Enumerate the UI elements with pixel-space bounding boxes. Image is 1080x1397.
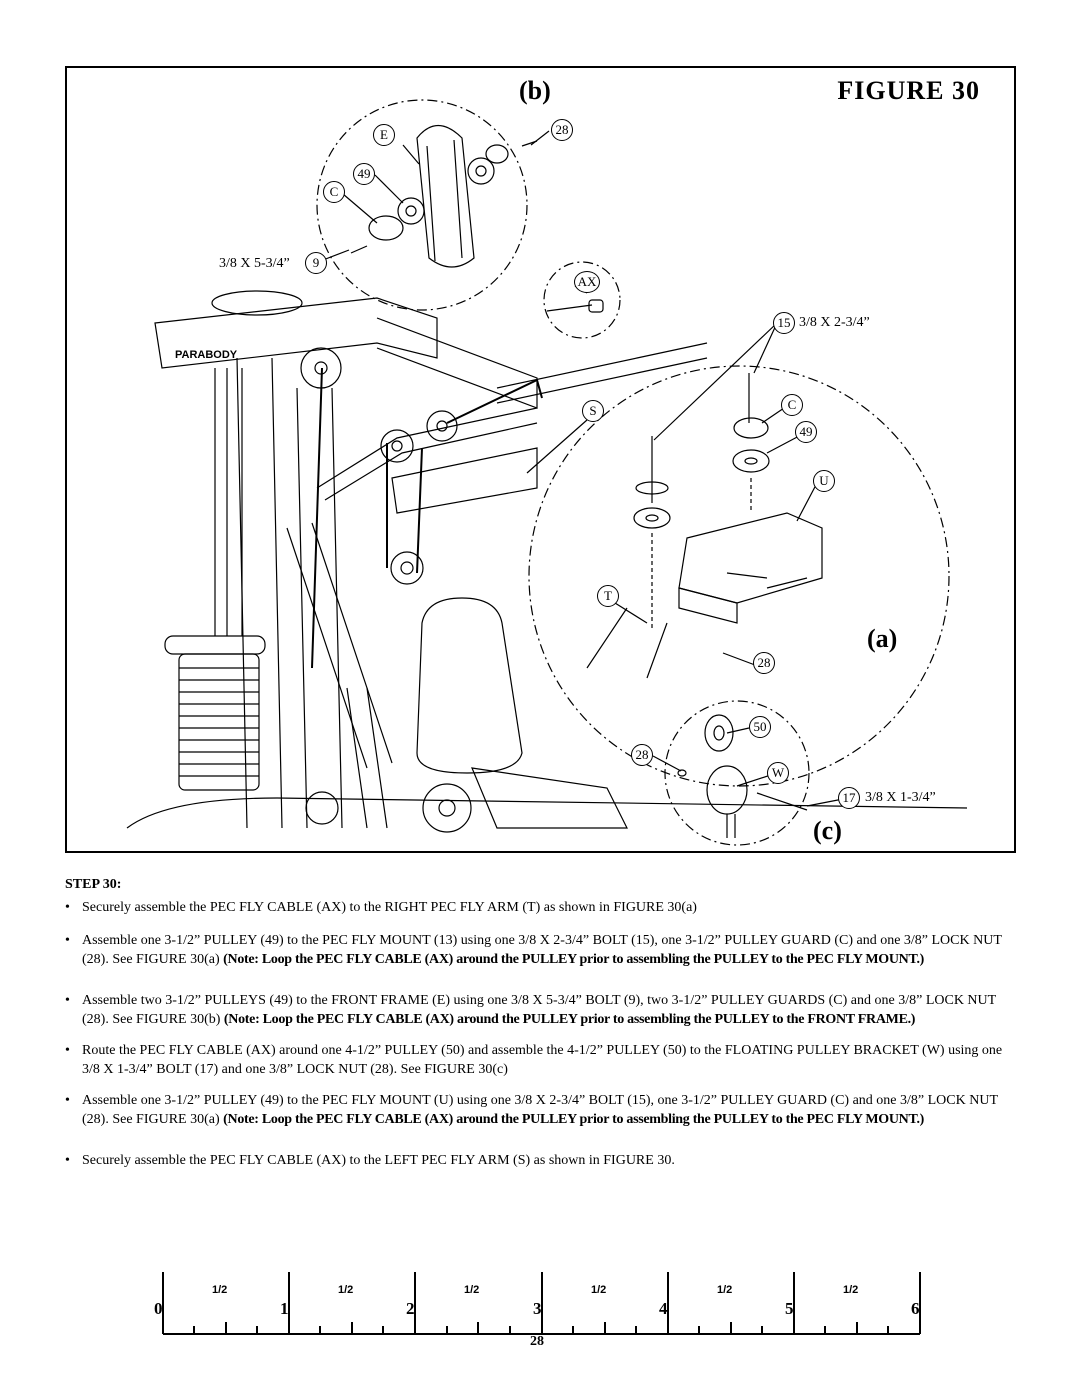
callout-28-mid: 28 — [753, 652, 775, 674]
measurement-ruler: 1/2 1/2 1/2 1/2 1/2 1/2 0 1 2 3 4 5 6 — [150, 1262, 940, 1377]
subfigure-a-label: (a) — [867, 624, 898, 653]
callout-9: 9 — [305, 252, 327, 274]
callout-28-top: 28 — [551, 119, 573, 141]
bullet-text: Assemble one 3-1/2” PULLEY (49) to the P… — [82, 933, 1002, 967]
bullet-text: Route the PEC FLY CABLE (AX) around one … — [82, 1043, 1003, 1077]
ruler-ticks — [162, 1272, 921, 1335]
bullet-text: Assemble one 3-1/2” PULLEY (49) to the P… — [82, 1093, 998, 1127]
callout-U: U — [813, 470, 835, 492]
inch-label-2: 2 — [406, 1299, 415, 1318]
inch-label-1: 1 — [280, 1299, 289, 1318]
callout-T: T — [597, 585, 619, 607]
inch-label-4: 4 — [659, 1299, 668, 1318]
half-inch-label: 1/2 — [464, 1284, 480, 1296]
callout-49-right: 49 — [795, 421, 817, 443]
callout-C-top: C — [323, 181, 345, 203]
inch-label-3: 3 — [533, 1299, 542, 1318]
callout-AX: AX — [574, 271, 600, 293]
step-bullet-4: Route the PEC FLY CABLE (AX) around one … — [65, 1041, 1015, 1079]
inch-label-6: 6 — [911, 1299, 920, 1318]
bullet-text: Securely assemble the PEC FLY CABLE (AX)… — [82, 900, 697, 915]
step-bullet-1: Securely assemble the PEC FLY CABLE (AX)… — [65, 898, 1015, 917]
half-inch-label: 1/2 — [717, 1284, 733, 1296]
bullet-text: Assemble two 3-1/2” PULLEYS (49) to the … — [82, 993, 996, 1027]
callout-C-right: C — [781, 394, 803, 416]
detail-a-circle — [528, 365, 950, 787]
figure-30-panel: PARABODY — [65, 66, 1016, 853]
inch-label-0: 0 — [154, 1299, 163, 1318]
half-inch-label: 1/2 — [843, 1284, 859, 1296]
callout-E: E — [373, 124, 395, 146]
bullet-note: (Note: Loop the PEC FLY CABLE (AX) aroun… — [223, 1012, 916, 1027]
inch-label-5: 5 — [785, 1299, 794, 1318]
callout-17: 17 — [838, 787, 860, 809]
step-instructions: Securely assemble the PEC FLY CABLE (AX)… — [65, 898, 1015, 1170]
step-bullet-5: Assemble one 3-1/2” PULLEY (49) to the P… — [65, 1091, 1015, 1129]
bolt-9-size: 3/8 X 5-3/4” — [219, 256, 290, 271]
step-bullet-2: Assemble one 3-1/2” PULLEY (49) to the P… — [65, 931, 1015, 969]
bullet-note: (Note: Loop the PEC FLY CABLE (AX) aroun… — [223, 952, 925, 967]
detail-ax-circle — [543, 261, 621, 339]
step-title: STEP 30: — [65, 877, 122, 892]
bolt-17-size: 3/8 X 1-3/4” — [865, 790, 936, 805]
callout-15: 15 — [773, 312, 795, 334]
callout-28-bottom: 28 — [631, 744, 653, 766]
detail-c-circle — [664, 700, 810, 846]
half-inch-label: 1/2 — [212, 1284, 228, 1296]
step-bullet-3: Assemble two 3-1/2” PULLEYS (49) to the … — [65, 991, 1015, 1029]
page-number: 28 — [530, 1334, 544, 1349]
half-inch-label: 1/2 — [591, 1284, 607, 1296]
callout-S: S — [582, 400, 604, 422]
step-bullet-6: Securely assemble the PEC FLY CABLE (AX)… — [65, 1151, 1015, 1170]
callout-W: W — [767, 762, 789, 784]
brand-text: PARABODY — [175, 349, 238, 361]
subfigure-b-label: (b) — [519, 76, 551, 105]
callout-49-top: 49 — [353, 163, 375, 185]
bullet-text: Securely assemble the PEC FLY CABLE (AX)… — [82, 1153, 675, 1168]
assembly-illustration: PARABODY — [126, 99, 968, 846]
bullet-note: (Note: Loop the PEC FLY CABLE (AX) aroun… — [223, 1112, 925, 1127]
half-inch-label: 1/2 — [338, 1284, 354, 1296]
subfigure-c-label: (c) — [813, 816, 842, 845]
bolt-15-size: 3/8 X 2-3/4” — [799, 315, 870, 330]
callout-50: 50 — [749, 716, 771, 738]
detail-b-circle — [316, 99, 528, 311]
figure-title: FIGURE 30 — [837, 76, 980, 105]
